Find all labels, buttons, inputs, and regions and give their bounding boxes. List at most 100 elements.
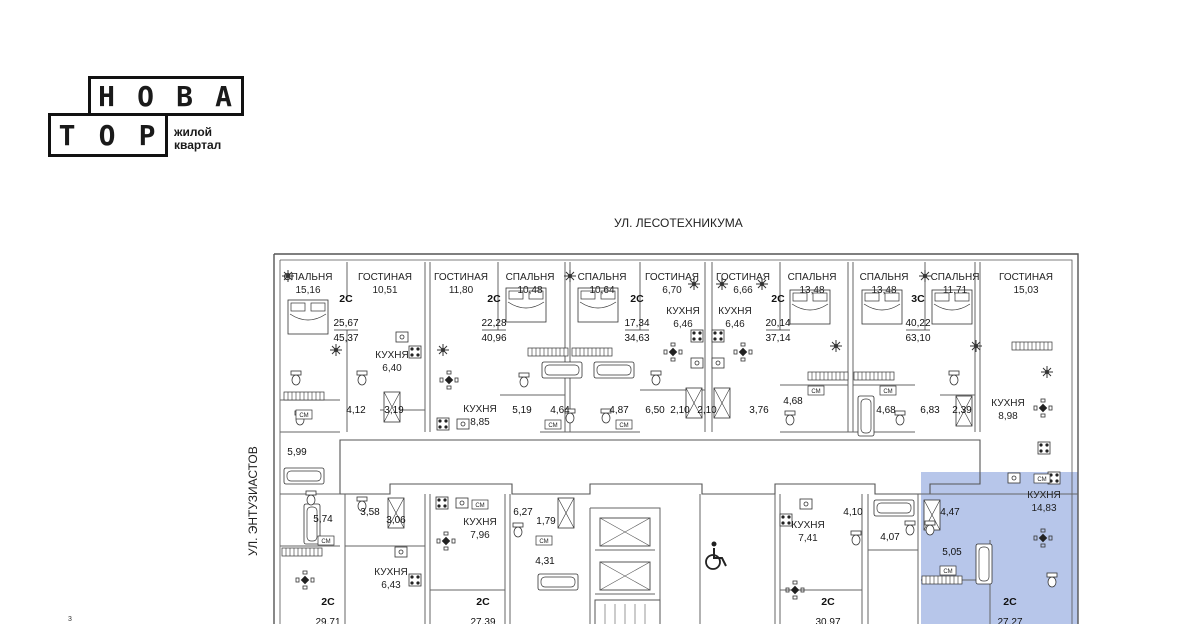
room-area: 14,83 (1031, 503, 1056, 514)
logo-tagline: жилой квартал (174, 126, 221, 152)
area-value: 2,39 (952, 405, 972, 416)
room-area: 6,43 (381, 580, 401, 591)
apartment-total-area: 37,14 (765, 333, 790, 344)
apartment-type: 2С (476, 596, 490, 608)
room-label: КУХНЯ (718, 306, 751, 317)
room-area: 15,03 (1013, 285, 1038, 296)
wardrobe-label: СМ (321, 539, 330, 545)
area-value: 2,10 (697, 405, 717, 416)
highlighted-apartment[interactable] (921, 472, 1078, 624)
apartment-total-area: 40,96 (481, 333, 506, 344)
logo-tagline-line2: квартал (174, 138, 222, 152)
area-value: 6,27 (513, 507, 533, 518)
room-label: ГОСТИНАЯ (358, 272, 412, 283)
room-area: 10,48 (517, 285, 542, 296)
wardrobe-tag: СМ (939, 565, 957, 576)
apartment-total-area: 29,71 (315, 617, 340, 624)
logo-frame-bottom (48, 113, 168, 157)
room-label: СПАЛЬНЯ (788, 272, 837, 283)
room-label: ГОСТИНАЯ (434, 272, 488, 283)
apartment-living-area: 25,67 (333, 318, 358, 329)
area-value: 4,07 (880, 532, 900, 543)
room-area: 6,40 (382, 363, 402, 374)
apartment-type: 2С (487, 293, 501, 305)
room-area: 8,85 (470, 417, 490, 428)
apartment-total-area: 63,10 (905, 333, 930, 344)
apartment-living-area: 17,34 (624, 318, 649, 329)
area-value: 3,06 (386, 515, 406, 526)
room-label: КУХНЯ (375, 350, 408, 361)
room-area: 6,66 (733, 285, 753, 296)
area-value: 4,87 (609, 405, 629, 416)
wardrobe-label: СМ (619, 423, 628, 429)
apartment-living-area: 40,22 (905, 318, 930, 329)
wardrobe-tag: СМ (544, 419, 562, 430)
wardrobe-label: СМ (883, 389, 892, 395)
area-value: 4,12 (346, 405, 366, 416)
apartment-type: 2С (821, 596, 835, 608)
logo-top-letter: Н (98, 79, 117, 113)
room-area: 10,51 (372, 285, 397, 296)
wardrobe-tag: СМ (1033, 473, 1051, 484)
wardrobe-label: СМ (539, 539, 548, 545)
room-label: КУХНЯ (374, 567, 407, 578)
room-area: 15,16 (295, 285, 320, 296)
apartment-type: 2С (321, 596, 335, 608)
wardrobe-tag: СМ (317, 535, 335, 546)
area-value: 5,19 (512, 405, 532, 416)
room-label: СПАЛЬНЯ (578, 272, 627, 283)
area-value: 5,99 (287, 447, 307, 458)
logo-top-letter: В (176, 79, 195, 113)
room-label: СПАЛЬНЯ (860, 272, 909, 283)
apartment-type: 2С (771, 293, 785, 305)
wardrobe-label: СМ (1037, 477, 1046, 483)
room-area: 13,48 (871, 285, 896, 296)
wheelchair-icon (705, 541, 727, 570)
area-value: 3,58 (360, 507, 380, 518)
room-area: 11,71 (943, 285, 968, 296)
area-value: 6,50 (645, 405, 665, 416)
room-label: КУХНЯ (1027, 490, 1060, 501)
wardrobe-tag: СМ (615, 419, 633, 430)
street-label-top: УЛ. ЛЕСОТЕХНИКУМА (614, 216, 743, 230)
room-label: СПАЛЬНЯ (284, 272, 333, 283)
room-label: СПАЛЬНЯ (931, 272, 980, 283)
apartment-type: 2С (630, 293, 644, 305)
apartment-total-area: 27,39 (470, 617, 495, 624)
room-label: КУХНЯ (791, 520, 824, 531)
wardrobe-label: СМ (548, 423, 557, 429)
room-label: КУХНЯ (666, 306, 699, 317)
room-label: КУХНЯ (463, 517, 496, 528)
wardrobe-tag: СМ (295, 409, 313, 420)
apartment-type: 3С (911, 293, 925, 305)
logo-top-letter: А (215, 79, 234, 113)
apartment-total-area: 34,63 (624, 333, 649, 344)
wardrobe-tag: СМ (471, 499, 489, 510)
wardrobe-tag: СМ (535, 535, 553, 546)
wardrobe-label: СМ (475, 503, 484, 509)
room-label: КУХНЯ (991, 398, 1024, 409)
area-value: 5,74 (313, 514, 333, 525)
area-value: 4,31 (535, 556, 555, 567)
room-label: ГОСТИНАЯ (716, 272, 770, 283)
room-area: 11,80 (449, 285, 474, 296)
wardrobe-label: СМ (299, 413, 308, 419)
area-value: 4,10 (843, 507, 863, 518)
apartment-living-area: 22,28 (481, 318, 506, 329)
area-value: 2,10 (670, 405, 690, 416)
area-value: 3,19 (384, 405, 404, 416)
logo-top-letter: О (137, 79, 156, 113)
apartment-type: 2С (1003, 596, 1017, 608)
room-area: 6,46 (673, 319, 693, 330)
apartment-type: 2С (339, 293, 353, 305)
wardrobe-label: СМ (811, 389, 820, 395)
wardrobe-tag: СМ (879, 385, 897, 396)
wardrobe-tag: СМ (807, 385, 825, 396)
logo-bottom-letter: Т (58, 118, 78, 152)
area-value: 4,64 (550, 405, 570, 416)
area-value: 4,68 (783, 396, 803, 407)
